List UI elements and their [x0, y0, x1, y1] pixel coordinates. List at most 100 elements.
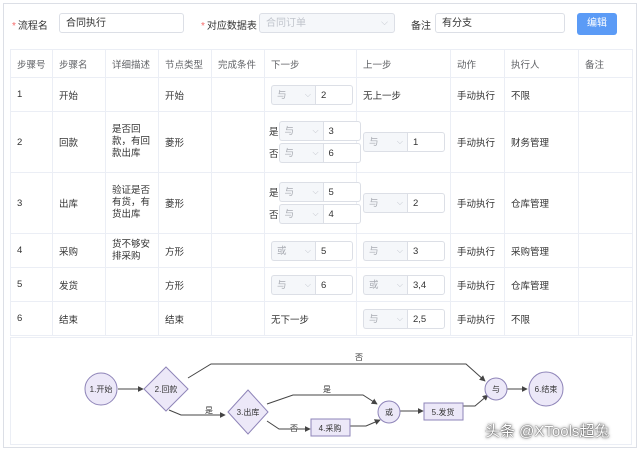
chevron-down-icon: ⌵ [312, 148, 319, 157]
chevron-down-icon: ⌵ [312, 209, 319, 218]
remark-input[interactable]: 有分支 [435, 13, 565, 33]
edge-payment-outbound [168, 409, 226, 418]
col-header: 执行人 [504, 49, 579, 78]
prev-step-input[interactable]: 3 [407, 240, 445, 261]
edge-payment-and [187, 363, 486, 382]
chevron-down-icon: ⌵ [381, 17, 388, 27]
table-header-row: 步骤号 步骤名 详细描述 节点类型 完成条件 下一步 上一步 动作 执行人 备注 [10, 49, 633, 78]
col-header: 节点类型 [158, 49, 212, 78]
prev-logic-select[interactable]: 与⌵ [363, 132, 407, 152]
step-desc [105, 267, 159, 302]
next-logic-select[interactable]: 与⌵ [278, 182, 323, 202]
step-desc [105, 301, 159, 336]
prev-logic-select[interactable]: 与⌵ [363, 193, 407, 213]
flow-diagram: 1.开始 2.回款 3.出库 4.采购 或 5.发货 与 6.结束 否 是 是 … [10, 337, 632, 445]
yes-label: 是 [269, 127, 279, 138]
process-form: *流程名 合同执行 *对应数据表 合同订单⌵ 备注 有分支 编辑 [4, 4, 636, 40]
prev-logic-select[interactable]: 与⌵ [363, 240, 407, 261]
edge-outbound-purchase [266, 420, 311, 432]
remark-label: 备注 [411, 21, 431, 32]
node-payment-label: 2.回款 [155, 384, 178, 394]
node-outbound [227, 389, 269, 435]
node-or [377, 400, 401, 424]
step-name: 结束 [52, 301, 106, 336]
next-logic-select[interactable]: 与⌵ [278, 204, 323, 224]
next-logic-select[interactable]: 与⌵ [278, 121, 323, 141]
edge-label-outbound-no: 否 [290, 424, 298, 433]
next-logic-select[interactable]: 与⌵ [271, 274, 315, 295]
next-step-input[interactable]: 5 [322, 182, 361, 202]
edge-purchase-or [350, 419, 381, 427]
step-no: 2 [10, 111, 53, 173]
col-header: 完成条件 [211, 49, 265, 78]
chevron-down-icon: ⌵ [396, 245, 403, 255]
step-no: 1 [10, 77, 53, 112]
step-condition [211, 301, 265, 336]
col-header: 动作 [450, 49, 505, 78]
edge-label-payment-no: 否 [355, 353, 363, 362]
step-executor: 仓库管理 [504, 267, 579, 302]
prev-step-input[interactable]: 1 [407, 132, 445, 152]
next-step-input[interactable]: 4 [322, 204, 361, 224]
edge-label-payment-yes: 是 [205, 406, 213, 415]
step-type: 菱形 [158, 111, 212, 173]
col-header: 步骤名 [52, 49, 106, 78]
step-action: 手动执行 [450, 301, 505, 336]
node-or-label: 或 [385, 407, 393, 417]
chevron-down-icon: ⌵ [304, 245, 311, 255]
next-step-input[interactable]: 6 [322, 143, 361, 163]
col-header: 备注 [578, 49, 633, 78]
watermark: 头条 @XTools超兔 [485, 423, 610, 440]
step-executor: 财务管理 [504, 111, 579, 173]
chevron-down-icon: ⌵ [304, 279, 311, 289]
process-name-input[interactable]: 合同执行 [59, 13, 184, 33]
step-executor: 不限 [504, 77, 579, 112]
next-step-input[interactable]: 6 [315, 274, 353, 295]
table-row: 3 出库 验证是否有货，有货出库 菱形 是与⌵5 否与⌵4 与⌵2 手动执行 仓… [10, 172, 633, 234]
data-table-label: *对应数据表 [201, 21, 257, 32]
prev-logic-select[interactable]: 与⌵ [363, 308, 407, 329]
next-logic-select[interactable]: 或⌵ [271, 240, 315, 261]
table-row: 4 采购 货不够安排采购 方形 或⌵5 与⌵3 手动执行 采购管理 [10, 233, 633, 268]
node-end-label: 6.结束 [535, 384, 558, 394]
step-name: 采购 [52, 233, 106, 268]
step-name: 开始 [52, 77, 106, 112]
step-action: 手动执行 [450, 267, 505, 302]
next-logic-select[interactable]: 与⌵ [271, 84, 315, 105]
prev-step: 与⌵2 [356, 172, 451, 234]
step-desc: 验证是否有货，有货出库 [105, 172, 159, 234]
step-remark [578, 301, 633, 336]
edge-ship-and [463, 394, 489, 407]
prev-step-input[interactable]: 2,5 [407, 308, 445, 329]
step-executor: 仓库管理 [504, 172, 579, 234]
prev-step: 无上一步 [356, 77, 451, 112]
prev-logic-select[interactable]: 或⌵ [363, 274, 407, 295]
prev-step-input[interactable]: 2 [407, 193, 445, 213]
next-step: 与⌵6 [264, 267, 357, 302]
step-name: 回款 [52, 111, 106, 173]
next-step-input[interactable]: 2 [315, 84, 353, 105]
step-condition [211, 77, 265, 112]
prev-step-input[interactable]: 3,4 [407, 274, 445, 295]
table-row: 1 开始 开始 与⌵2 无上一步 手动执行 不限 [10, 77, 633, 112]
process-name-label: *流程名 [12, 21, 48, 32]
step-type: 菱形 [158, 172, 212, 234]
steps-table: 步骤号 步骤名 详细描述 节点类型 完成条件 下一步 上一步 动作 执行人 备注… [10, 49, 633, 336]
step-condition [211, 267, 265, 302]
step-type: 结束 [158, 301, 212, 336]
step-desc: 是否回款，有回款出库 [105, 111, 159, 173]
step-no: 5 [10, 267, 53, 302]
step-condition [211, 111, 265, 173]
step-remark [578, 267, 633, 302]
col-header: 步骤号 [10, 49, 53, 78]
next-step-input[interactable]: 3 [322, 121, 361, 141]
chevron-down-icon: ⌵ [396, 198, 403, 207]
step-no: 3 [10, 172, 53, 234]
step-action: 手动执行 [450, 172, 505, 234]
edit-button[interactable]: 编辑 [577, 13, 617, 35]
chevron-down-icon: ⌵ [312, 126, 319, 135]
data-table-select[interactable]: 合同订单⌵ [259, 13, 395, 33]
next-logic-select[interactable]: 与⌵ [278, 143, 323, 163]
next-step-input[interactable]: 5 [315, 240, 353, 261]
step-name: 发货 [52, 267, 106, 302]
